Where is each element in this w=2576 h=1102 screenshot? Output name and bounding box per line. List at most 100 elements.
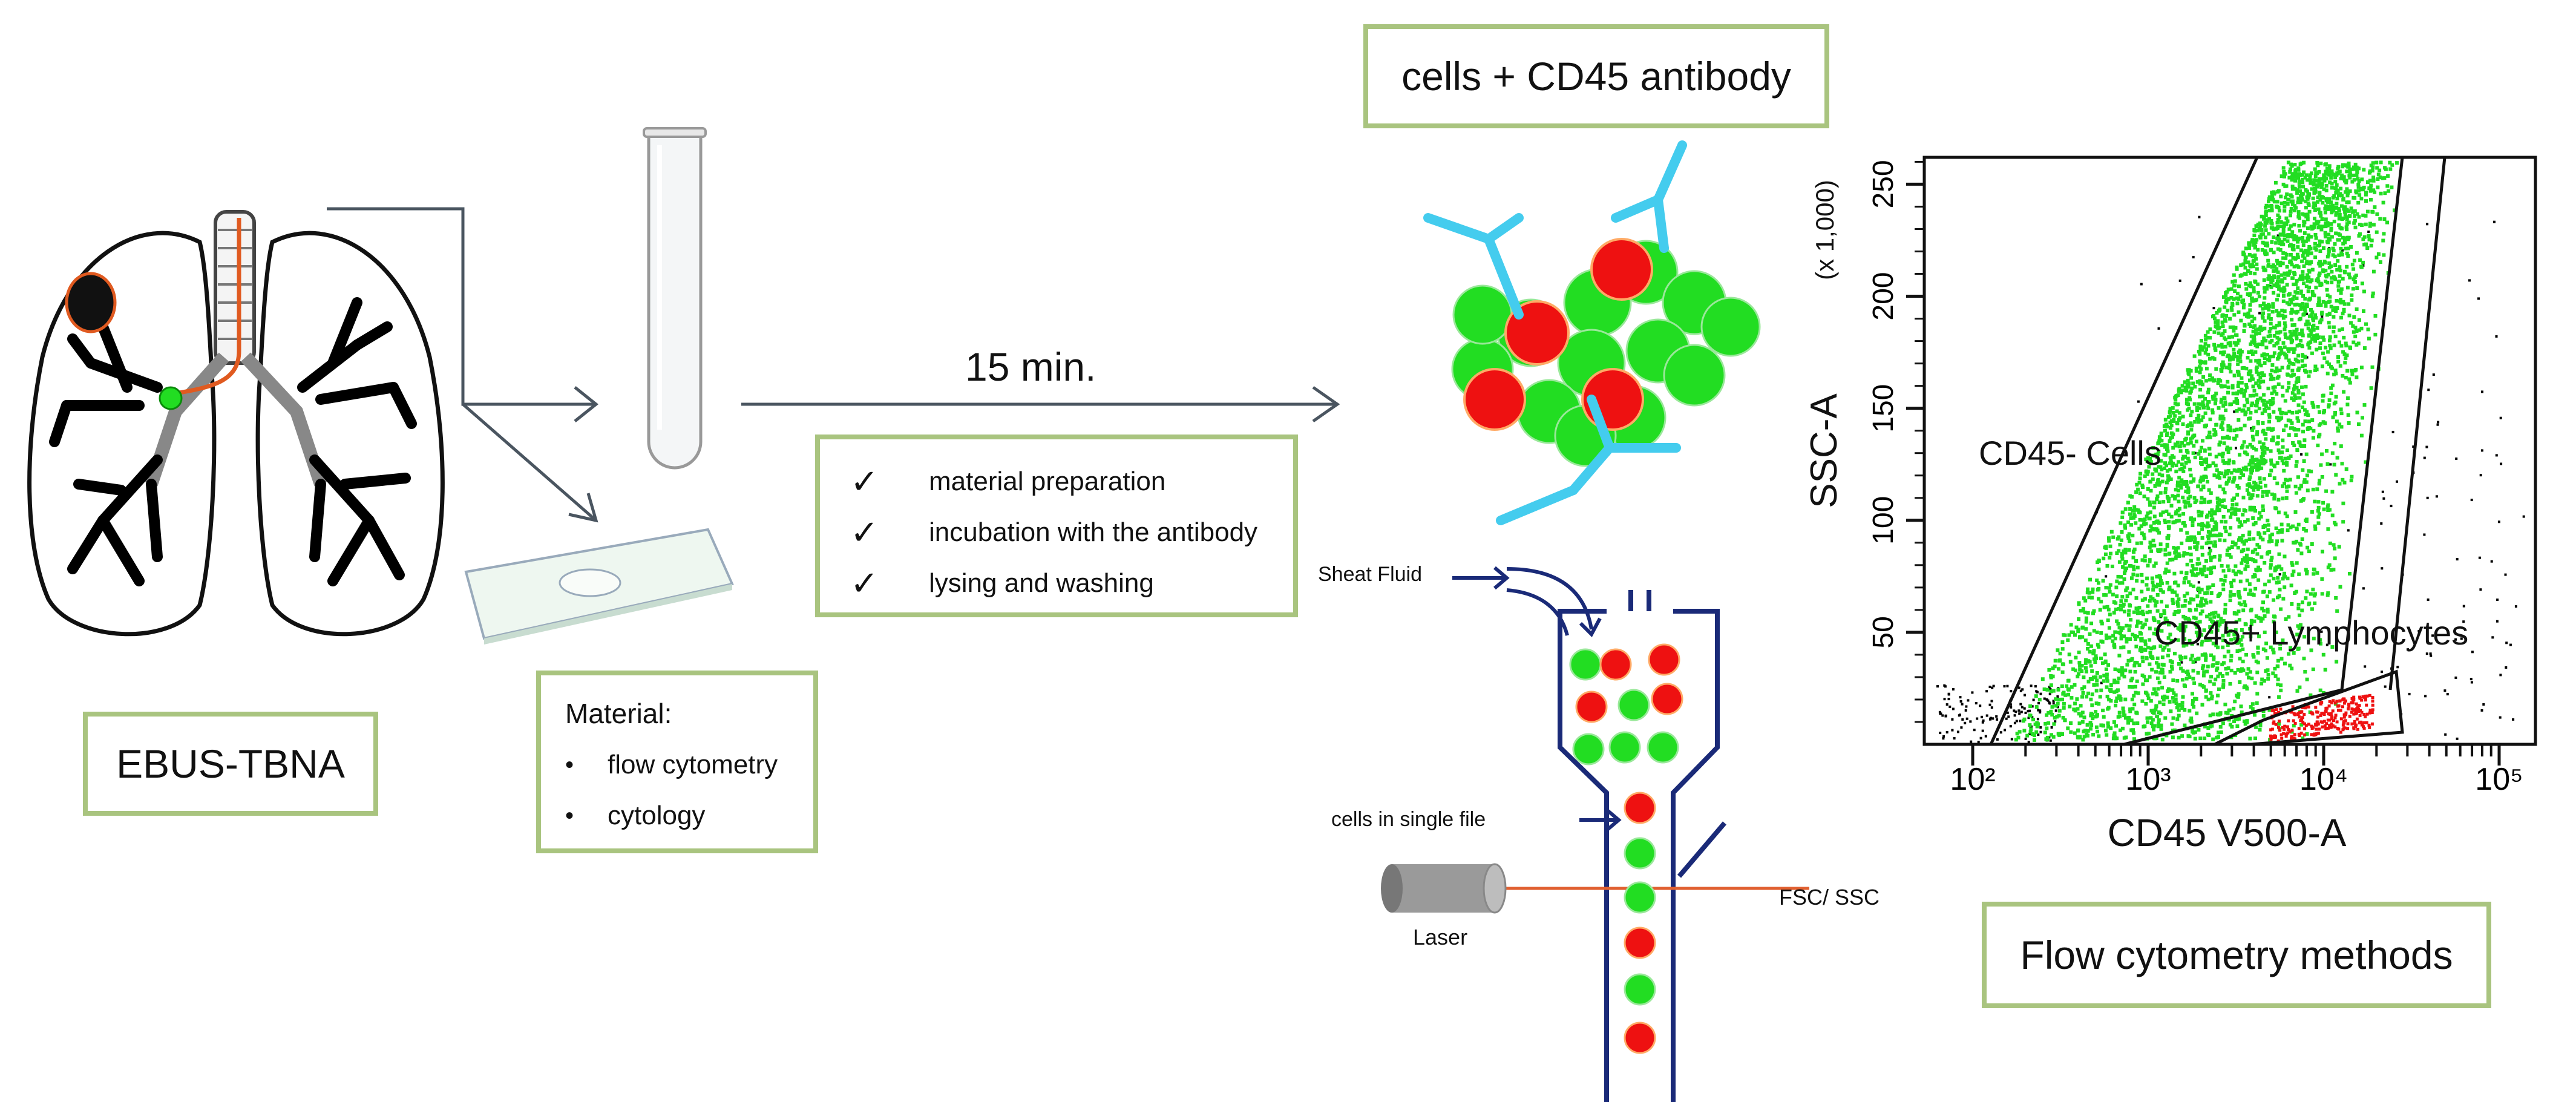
event-point xyxy=(2255,552,2260,556)
event-point xyxy=(2319,701,2322,705)
event-point xyxy=(2069,623,2073,627)
event-point xyxy=(2138,620,2143,625)
event-point xyxy=(2212,357,2217,361)
event-point xyxy=(2185,591,2189,595)
event-point xyxy=(2313,337,2317,341)
event-point xyxy=(2237,609,2241,614)
event-point xyxy=(2314,316,2318,320)
event-point xyxy=(2077,602,2081,606)
event-point xyxy=(2491,636,2494,639)
event-point xyxy=(2371,699,2374,703)
event-point xyxy=(2131,685,2135,689)
event-point xyxy=(2444,733,2447,736)
event-point xyxy=(2057,667,2060,671)
event-point xyxy=(1961,703,1964,706)
event-point xyxy=(2198,344,2203,349)
event-point xyxy=(2264,649,2267,653)
event-point xyxy=(2252,559,2256,563)
event-point xyxy=(2278,642,2283,646)
event-point xyxy=(2062,701,2066,706)
event-point xyxy=(2122,645,2126,649)
event-point xyxy=(2199,488,2203,492)
event-point xyxy=(2283,585,2287,589)
event-point xyxy=(2305,410,2309,414)
event-point xyxy=(2189,424,2194,428)
event-point xyxy=(2262,477,2266,481)
event-point xyxy=(2332,220,2336,224)
event-point xyxy=(2269,285,2273,289)
event-point xyxy=(2272,620,2276,624)
event-point xyxy=(2232,477,2236,482)
event-point xyxy=(2078,664,2082,668)
event-point xyxy=(2188,546,2192,550)
event-point xyxy=(2181,614,2186,618)
event-point xyxy=(2346,246,2350,251)
event-point xyxy=(2333,716,2337,720)
event-point xyxy=(2255,430,2260,434)
event-point xyxy=(2490,560,2493,563)
event-point xyxy=(2169,424,2174,428)
event-point xyxy=(2370,722,2374,726)
event-point xyxy=(2211,408,2215,412)
event-point xyxy=(2320,240,2324,244)
event-point xyxy=(2227,708,2232,712)
event-point xyxy=(2298,715,2301,719)
event-point xyxy=(2309,246,2313,251)
event-point xyxy=(2260,555,2264,559)
event-point xyxy=(2493,220,2496,223)
event-point xyxy=(2237,640,2241,644)
event-point xyxy=(2324,710,2327,713)
event-point xyxy=(2329,222,2333,226)
event-point xyxy=(2348,275,2352,280)
event-point xyxy=(2277,722,2281,726)
event-point xyxy=(2241,548,2246,552)
event-point xyxy=(2331,308,2335,312)
event-point xyxy=(2188,608,2192,612)
event-point xyxy=(2329,204,2333,208)
event-point xyxy=(2371,178,2376,182)
event-point xyxy=(2097,734,2101,738)
event-point xyxy=(2313,527,2318,531)
event-point xyxy=(2309,179,2313,183)
event-point xyxy=(2262,679,2266,683)
event-point xyxy=(2045,687,2050,692)
event-point xyxy=(2286,239,2290,243)
event-point xyxy=(2152,543,2157,548)
event-point xyxy=(2154,603,2158,608)
event-point xyxy=(2278,215,2281,220)
event-point xyxy=(2454,638,2457,641)
event-point xyxy=(2281,313,2285,318)
event-point xyxy=(2188,709,2192,713)
event-point xyxy=(2347,703,2350,706)
event-point xyxy=(2341,501,2345,505)
event-point xyxy=(2167,569,2171,573)
event-point xyxy=(2261,490,2265,494)
event-point xyxy=(2221,514,2226,519)
event-point xyxy=(2255,366,2259,369)
event-point xyxy=(2248,736,2252,741)
event-point xyxy=(2196,603,2200,608)
event-point xyxy=(2094,689,2099,693)
event-point xyxy=(2192,444,2196,448)
event-point xyxy=(2208,548,2212,553)
event-point xyxy=(2245,445,2249,449)
event-point xyxy=(2322,338,2326,342)
event-point xyxy=(2315,333,2319,337)
event-point xyxy=(2217,471,2221,475)
event-point xyxy=(2214,522,2218,526)
event-point xyxy=(2408,692,2411,695)
event-point xyxy=(2052,722,2056,726)
event-point xyxy=(2122,710,2126,714)
event-point xyxy=(2289,301,2293,305)
event-point xyxy=(2232,341,2237,345)
event-point xyxy=(2163,445,2168,449)
event-point xyxy=(2135,711,2139,715)
event-point xyxy=(2165,619,2169,623)
event-point xyxy=(2232,297,2236,301)
event-point xyxy=(2223,329,2227,333)
event-point xyxy=(2255,393,2259,397)
event-point xyxy=(2288,330,2292,333)
event-point xyxy=(2252,522,2256,526)
event-point xyxy=(2330,717,2333,721)
event-point xyxy=(2330,383,2335,387)
